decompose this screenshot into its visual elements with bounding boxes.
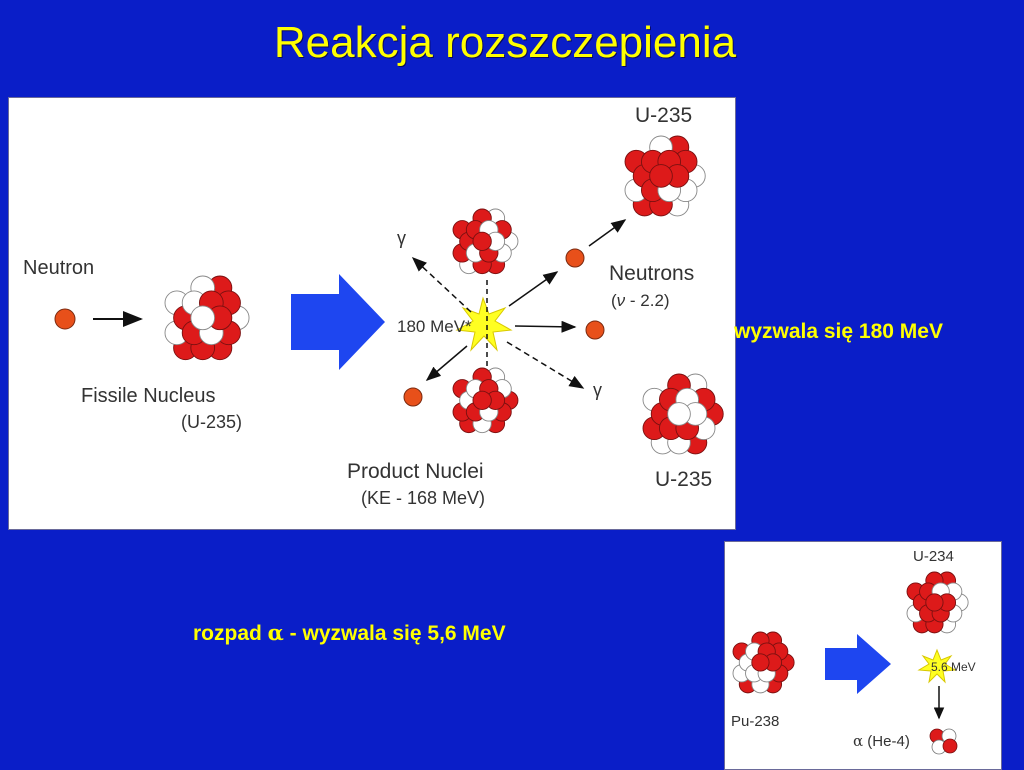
neutrons-label: Neutrons [609, 262, 694, 285]
product-nucleus-bottom [452, 367, 519, 434]
fissile-nucleus [164, 275, 250, 361]
u235-nucleus-bottom [642, 373, 724, 455]
emitted-neutron-3 [403, 387, 423, 407]
fissile-nucleus-sub: (U-235) [181, 412, 242, 432]
product-nuclei-label: Product Nuclei [347, 460, 484, 483]
alpha-decay-diagram: Pu-238 U-234 5.6 MeV α (He-4) [731, 548, 976, 755]
u235-bottom-label: U-235 [655, 468, 712, 491]
fission-diagram: Neutron Fissile Nucleus (U-235) 180 MeV*… [23, 104, 724, 508]
u234-nucleus [906, 571, 969, 634]
alpha-caption-symbol: α [267, 620, 284, 645]
alpha-particle [929, 728, 958, 755]
gamma-arrow-down [506, 341, 585, 389]
decay-energy-star [917, 648, 957, 684]
fissile-nucleus-label: Fissile Nucleus [81, 385, 215, 407]
reaction-arrow [291, 274, 385, 370]
decay-arrow [825, 634, 891, 694]
alpha-caption-prefix: rozpad [193, 622, 268, 645]
alpha-caption-suffix: - wyzwala się 5,6 MeV [283, 622, 506, 645]
neutron-label: Neutron [23, 257, 94, 279]
u235-nucleus-top [624, 135, 706, 217]
alpha-decay-caption: rozpad α - wyzwala się 5,6 MeV [193, 620, 506, 646]
alpha-label: α (He-4) [853, 732, 910, 750]
alpha-decay-panel: Pu-238 U-234 5.6 MeV α (He-4) [724, 541, 1002, 770]
product-nucleus-top [452, 208, 519, 275]
u234-label: U-234 [913, 548, 954, 565]
neutron-arrow-4 [425, 345, 468, 381]
neutron-arrow-1 [508, 271, 559, 307]
page-title: Reakcja rozszczepienia [273, 18, 737, 67]
u235-top-label: U-235 [635, 104, 692, 127]
gamma-label-down: γ [593, 380, 602, 400]
pu238-label: Pu-238 [731, 713, 779, 730]
emitted-neutron-2 [585, 320, 605, 340]
product-nuclei-sub: (KE - 168 MeV) [361, 488, 485, 508]
gamma-arrow-up [411, 256, 472, 313]
decay-energy-label: 5.6 MeV [931, 660, 976, 674]
neutron-arrow-3 [514, 320, 577, 333]
incoming-neutron [54, 308, 76, 330]
neutron-arrow-2 [588, 219, 627, 247]
energy-label: 180 MeV* [397, 317, 472, 336]
gamma-label-up: γ [397, 228, 406, 248]
emitted-neutron-1 [565, 248, 585, 268]
fission-energy-caption: wyzwala się 180 MeV [734, 320, 943, 343]
fission-diagram-panel: Neutron Fissile Nucleus (U-235) 180 MeV*… [8, 97, 736, 530]
neutrons-sub: (ν - 2.2) [611, 291, 670, 310]
pu238-nucleus [732, 631, 795, 694]
